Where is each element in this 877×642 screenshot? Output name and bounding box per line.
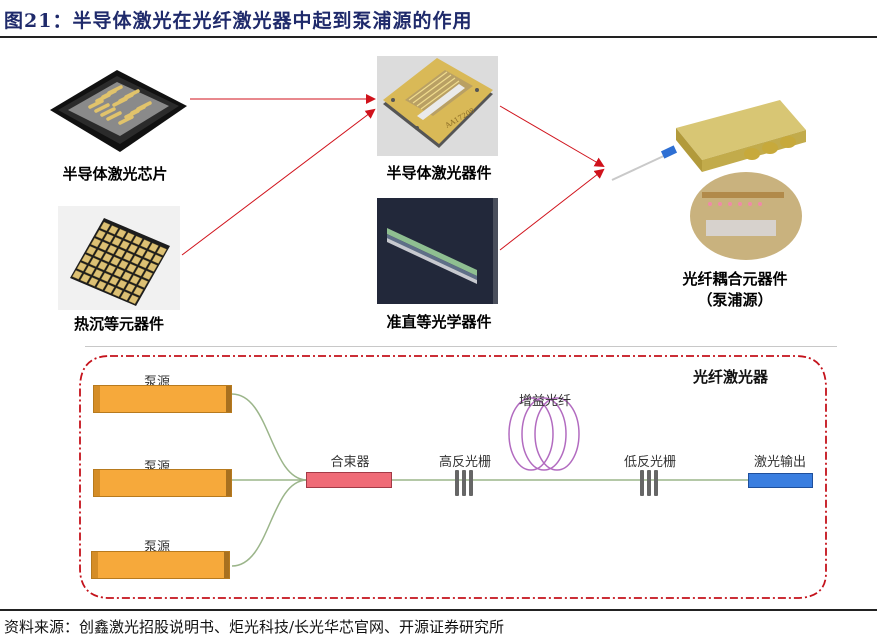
heatsink-label: 热沉等元器件 <box>73 315 164 333</box>
grating-bar <box>462 470 466 496</box>
fiber-coupled-module-label: 光纤耦合元器件 <box>682 270 788 288</box>
combiner-label: 合束器 <box>330 455 370 470</box>
low-reflector-grating <box>640 470 658 496</box>
pump-source-3 <box>91 551 230 579</box>
laser-output <box>748 473 813 488</box>
grating-bar <box>647 470 651 496</box>
fiber-laser-boundary <box>79 355 827 599</box>
pump-source-1 <box>93 385 232 413</box>
pump-source-2 <box>93 469 232 497</box>
laser-output-label: 激光输出 <box>753 455 806 470</box>
low-reflector-label: 低反光栅 <box>623 455 676 470</box>
high-reflector-label: 高反光栅 <box>438 455 491 470</box>
heatsink-image <box>58 206 180 310</box>
fiber-laser-diagram <box>79 355 827 599</box>
fiber-laser-title: 光纤激光器 <box>693 368 769 386</box>
supply-chain-arrows <box>181 94 605 256</box>
high-reflector-grating <box>455 470 473 496</box>
pump-source-label: （泵浦源） <box>697 291 773 309</box>
combiner <box>306 472 392 488</box>
laser-chip-label: 半导体激光芯片 <box>62 165 168 183</box>
gain-fiber-coil <box>508 397 580 471</box>
laser-device-label: 半导体激光器件 <box>386 164 492 182</box>
gain-fiber-label: 增益光纤 <box>518 394 571 409</box>
grating-bar <box>654 470 658 496</box>
collimating-optics-label: 准直等光学器件 <box>386 313 492 331</box>
section-divider <box>85 346 837 347</box>
grating-bar <box>469 470 473 496</box>
fiber-coupled-module-image <box>610 92 820 262</box>
footer-divider <box>0 609 877 611</box>
laser-chip-image <box>42 62 192 158</box>
grating-bar <box>455 470 459 496</box>
laser-device-image: AA17208 <box>377 56 498 156</box>
grating-bar <box>640 470 644 496</box>
figure-title: 图21：半导体激光在光纤激光器中起到泵浦源的作用 <box>4 10 473 32</box>
title-divider <box>0 36 877 38</box>
source-note: 资料来源：创鑫激光招股说明书、炬光科技/长光华芯官网、开源证券研究所 <box>4 618 505 636</box>
collimating-optics-image <box>377 198 498 304</box>
